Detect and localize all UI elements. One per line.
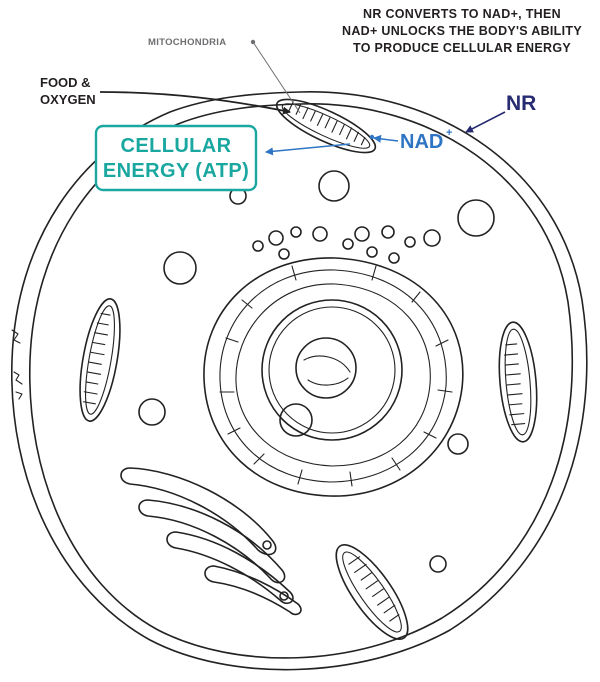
caption-line-1: NR CONVERTS TO NAD+, THEN: [363, 7, 561, 21]
food-oxygen-arrow: [99, 91, 291, 115]
endoplasmic-reticulum: [203, 257, 464, 497]
mitochondrion-top: [275, 98, 377, 154]
atp-arrow: [265, 143, 351, 156]
mitochondria-label: MITOCHONDRIA: [148, 37, 226, 48]
nad-label: NAD: [400, 131, 443, 153]
food-oxygen-label-line-1: FOOD &: [40, 75, 91, 90]
golgi-apparatus: [120, 467, 302, 616]
nucleus: [261, 299, 403, 441]
mitochondrion-bottom: [335, 544, 409, 640]
vesicles: [138, 170, 495, 573]
mitochondrion-right: [498, 321, 538, 443]
atp-label-line-2: ENERGY (ATP): [103, 160, 249, 182]
nad-superscript: +: [446, 127, 452, 139]
nr-arrow: [465, 111, 506, 133]
nr-label: NR: [506, 92, 536, 115]
nad-arrow: [373, 134, 399, 143]
caption-line-3: TO PRODUCE CELLULAR ENERGY: [353, 41, 571, 55]
atp-label-box: [94, 124, 258, 192]
mitochondria-leader-line: [252, 41, 301, 114]
nad-dot: [369, 134, 375, 140]
atp-label-line-1: CELLULAR: [121, 135, 232, 157]
nucleolus: [295, 337, 357, 399]
mitochondrion-left: [79, 298, 121, 422]
caption-line-2: NAD+ UNLOCKS THE BODY'S ABILITY: [342, 24, 582, 38]
food-oxygen-label-line-2: OXYGEN: [40, 92, 96, 107]
